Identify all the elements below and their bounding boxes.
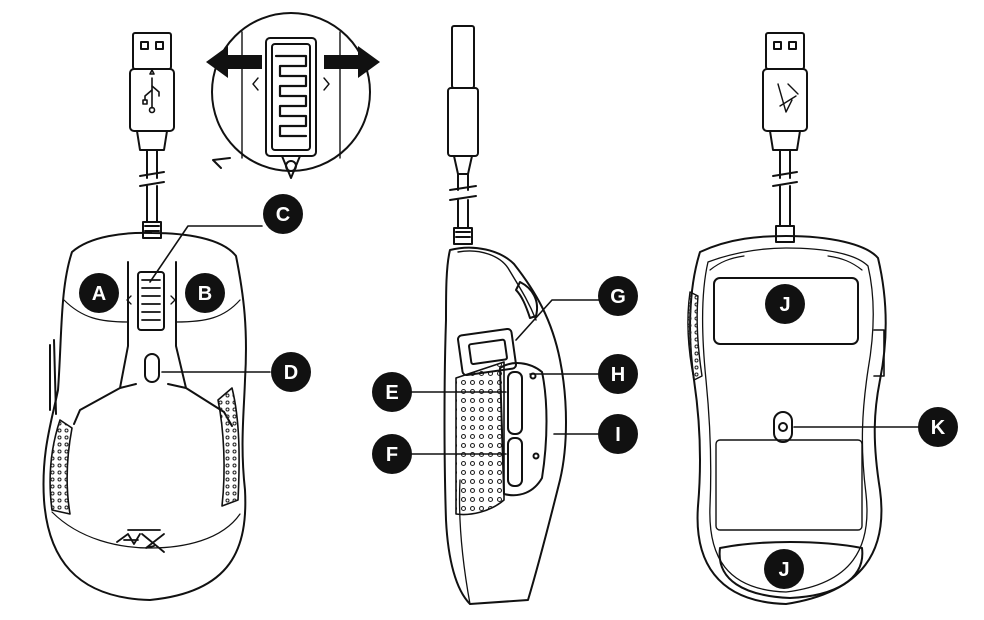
bottom-side-grip: [687, 291, 703, 381]
side-button-edge: [49, 339, 57, 415]
svg-text:E: E: [385, 382, 398, 404]
bottom-view: [687, 32, 921, 605]
hyperx-logo-icon: [116, 529, 165, 553]
center-plate: [715, 439, 863, 531]
side-button-g: [456, 327, 518, 377]
label-k: K: [918, 407, 958, 447]
scroll-wheel-inset: [211, 12, 371, 179]
mouse-side-body: [443, 246, 567, 605]
side-button-panel: [499, 362, 548, 497]
hyperx-logo-icon: [777, 83, 799, 113]
svg-text:A: A: [92, 283, 106, 305]
svg-text:J: J: [778, 559, 789, 581]
left-grip: [49, 419, 73, 515]
label-e: E: [372, 372, 412, 412]
label-j-top: J: [765, 284, 805, 324]
sensor: [773, 411, 793, 443]
svg-text:G: G: [610, 286, 626, 308]
label-badges: A B C D E F G H: [79, 194, 958, 589]
svg-text:D: D: [284, 362, 298, 384]
side-view: [409, 25, 601, 605]
button-split-lines: [73, 261, 233, 427]
top-view: [42, 12, 380, 601]
right-grip: [217, 387, 240, 507]
skate-bottom: [718, 541, 864, 599]
label-h: H: [598, 354, 638, 394]
label-b: B: [185, 273, 225, 313]
svg-text:C: C: [276, 204, 290, 226]
label-j-bottom: J: [764, 549, 804, 589]
usb-plug-icon: [129, 32, 175, 151]
mouse-top-body: [42, 231, 247, 601]
arrow-right-icon: [324, 46, 380, 78]
label-a: A: [79, 273, 119, 313]
label-i: I: [598, 414, 638, 454]
label-f: F: [372, 434, 412, 474]
skate-top: [713, 277, 859, 345]
svg-text:B: B: [198, 283, 212, 305]
label-d: D: [271, 352, 311, 392]
svg-text:K: K: [931, 417, 946, 439]
svg-text:I: I: [615, 424, 621, 446]
svg-text:J: J: [779, 294, 790, 316]
arrow-left-icon: [206, 46, 262, 78]
usb-trident-icon: [142, 69, 160, 114]
label-g: G: [598, 276, 638, 316]
dpi-button: [144, 353, 160, 383]
svg-text:F: F: [386, 444, 398, 466]
mouse-bottom-body: [689, 235, 887, 605]
grip-texture: [455, 361, 505, 516]
svg-text:H: H: [611, 364, 625, 386]
cable: [139, 149, 165, 239]
label-c: C: [263, 194, 303, 234]
